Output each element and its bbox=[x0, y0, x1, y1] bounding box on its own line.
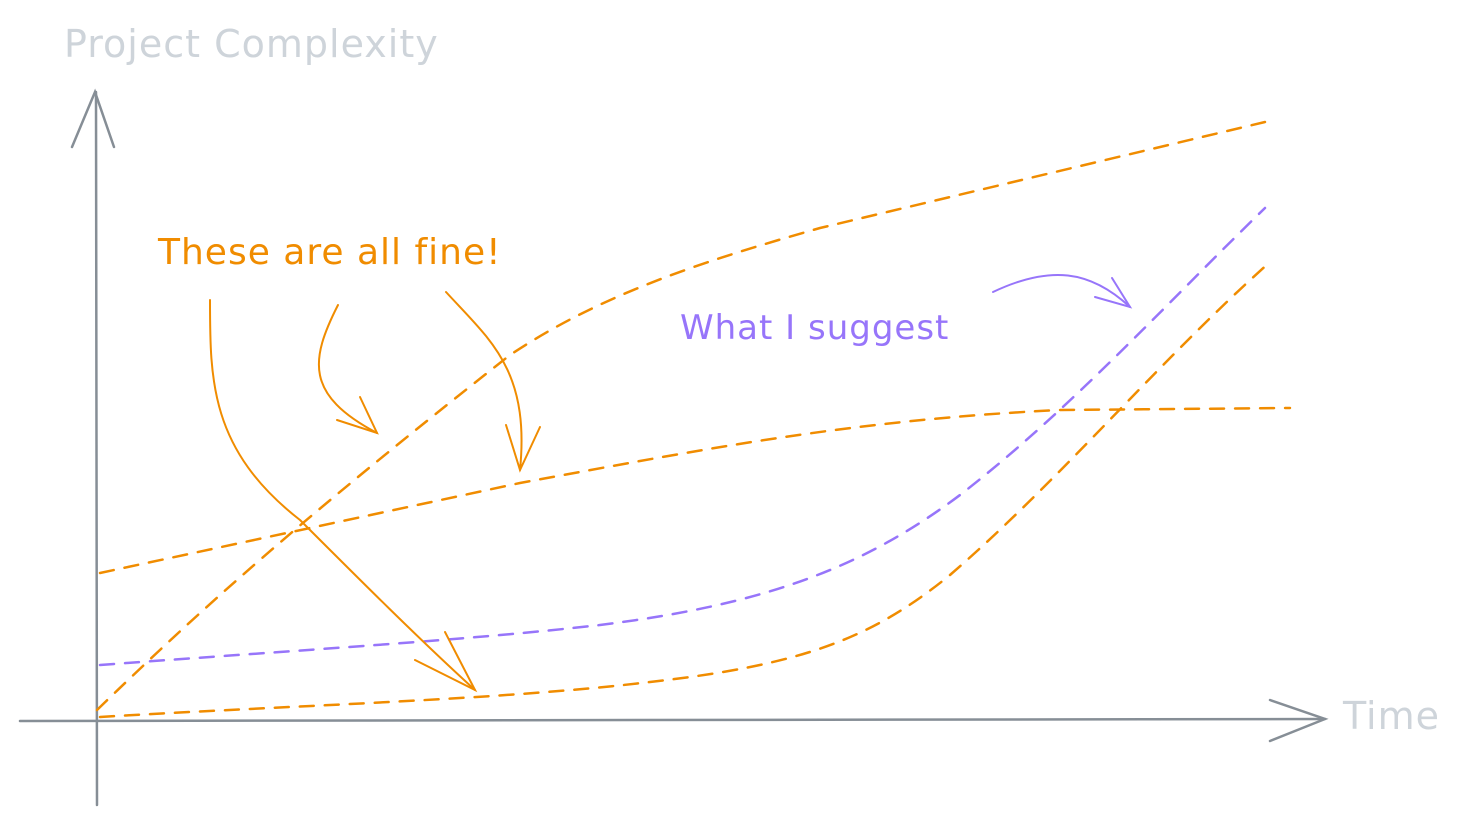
y-axis-label: Project Complexity bbox=[64, 22, 439, 66]
arrow-mid bbox=[317, 304, 378, 434]
arrow-long bbox=[209, 299, 476, 691]
arrowhead-long bbox=[414, 631, 478, 693]
y-axis-arrowhead bbox=[70, 88, 116, 149]
curve-flat bbox=[98, 406, 1292, 575]
arrow-suggest bbox=[992, 274, 1131, 308]
x-axis-label: Time bbox=[1343, 694, 1440, 738]
arrow-right bbox=[445, 291, 523, 471]
arrowhead-mid bbox=[336, 396, 379, 435]
curve-suggested bbox=[98, 206, 1267, 667]
arrowhead-suggest bbox=[1094, 277, 1133, 309]
arrowhead-right bbox=[505, 424, 541, 473]
x-axis bbox=[18, 717, 1327, 723]
fine-annotation: These are all fine! bbox=[158, 232, 502, 273]
suggest-annotation: What I suggest bbox=[680, 308, 950, 348]
curve-exponential bbox=[98, 260, 1272, 719]
x-axis-arrowhead bbox=[1268, 698, 1329, 743]
curve-linear-steep bbox=[95, 120, 1267, 712]
y-axis bbox=[94, 90, 99, 807]
